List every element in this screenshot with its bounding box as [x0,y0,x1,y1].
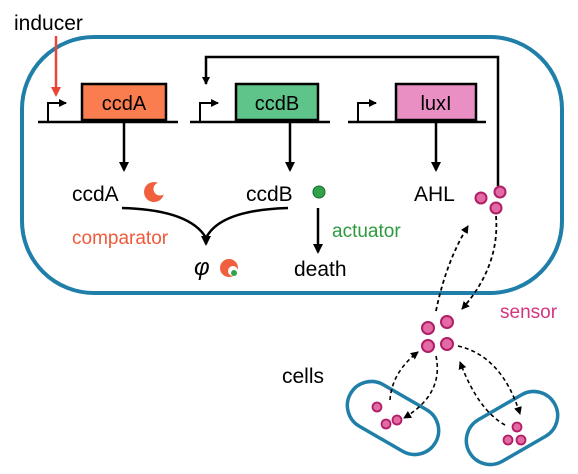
ahl-molecules-inside [474,185,507,215]
gene-box-luxI [394,82,478,122]
gene-luxI: luxI [348,82,486,124]
cells-label: cells [282,365,324,388]
complex-icon [220,259,238,277]
exchange-arrow-right-down [457,345,522,415]
null-symbol: φ [194,254,210,281]
diffusion-arrow-in [435,225,469,312]
actuator-label: actuator [332,221,401,242]
gene-box-ccdA [80,82,168,122]
protein-label-ccdA: ccdA [72,183,119,206]
gene-label-ccdA: ccdA [102,93,147,115]
promoter-arrow-icon [47,99,67,122]
protein-label-ccdB: ccdB [246,183,293,206]
gene-label-luxI: luxI [420,93,451,115]
sensor-label: sensor [500,302,558,323]
promoter-arrow-icon [199,99,219,122]
comparator-curve-right [204,206,289,239]
gene-box-ccdB [234,82,320,122]
ccdA-protein-icon [144,182,167,202]
diffusion-arrow-out [461,215,498,310]
death-label: death [294,258,347,281]
comparator-label: comparator [72,228,169,249]
gene-ccdA: ccdA [38,82,178,124]
exchange-arrow-left-up [389,351,419,401]
feedback-line [202,55,500,186]
gene-label-ccdB: ccdB [255,93,299,115]
ccdB-protein-icon [312,185,326,199]
inducer-label: inducer [14,12,83,35]
comparator-curve-left [121,206,208,239]
protein-label-AHL: AHL [414,183,455,206]
exchange-arrow-left-down [403,355,438,419]
ahl-molecules-outside [421,315,454,353]
promoter-arrow-icon [357,99,377,122]
small-cell-right [464,389,560,467]
main-cell-outline [20,35,564,295]
small-cell-left [345,379,441,457]
gene-ccdB: ccdB [190,82,330,124]
